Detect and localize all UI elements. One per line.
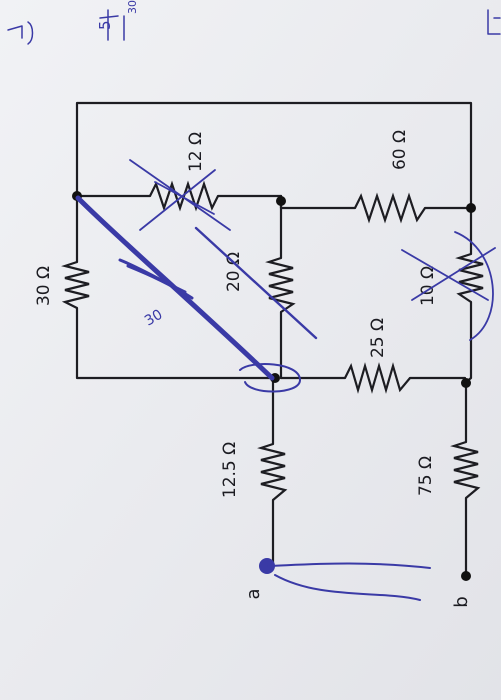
wire-left-30b: [75, 306, 277, 380]
ink-a-to-b: [267, 562, 431, 601]
resistor-10: [455, 252, 484, 303]
ink-right-edge-mark: [487, 9, 501, 35]
resistor-12-5: [257, 442, 288, 501]
handwritten-annotations: 30 5 30: [7, 0, 501, 601]
node-top-middle: [276, 196, 286, 206]
ink-margin-topleft: [7, 21, 34, 45]
ink-diagonal-heavy: [75, 195, 275, 381]
node-right-mid: [461, 378, 471, 388]
node-top-right: [466, 203, 476, 213]
ink-note-margin: 30: [126, 0, 139, 14]
ink-diagonal-scribble: [118, 258, 194, 300]
label-75: 75 Ω: [416, 456, 436, 496]
wire-outer-top: [75, 101, 473, 210]
ink-note-topright: 5: [96, 20, 114, 30]
label-10: 10 Ω: [418, 266, 438, 306]
label-60: 60 Ω: [390, 130, 410, 170]
label-25: 25 Ω: [368, 318, 388, 358]
label-terminal-b: b: [451, 596, 472, 607]
resistor-labels: 30 Ω 12 Ω 60 Ω 20 Ω 25 Ω 10 Ω 12.5 Ω 75 …: [34, 130, 472, 608]
ink-strike-20: [194, 226, 318, 340]
ink-note-30: 30: [142, 307, 165, 330]
circuit-wires: [75, 101, 473, 578]
resistors: [61, 180, 484, 501]
label-30: 30 Ω: [34, 266, 54, 306]
resistor-12: [149, 180, 219, 212]
ink-cross-12: [129, 159, 231, 231]
ink-center-scribble: [239, 363, 301, 393]
ink-cross-10: [401, 231, 496, 341]
resistor-75: [450, 440, 481, 499]
label-12: 12 Ω: [186, 132, 206, 172]
label-20: 20 Ω: [224, 252, 244, 292]
label-12-5: 12.5 Ω: [220, 442, 240, 498]
ink-margin-top-mark: [99, 9, 125, 41]
resistor-20: [265, 256, 296, 313]
node-terminal-b: [461, 571, 471, 581]
label-terminal-a: a: [243, 588, 264, 599]
resistor-25: [344, 362, 411, 394]
resistor-30: [61, 260, 90, 309]
resistor-60: [354, 192, 426, 224]
